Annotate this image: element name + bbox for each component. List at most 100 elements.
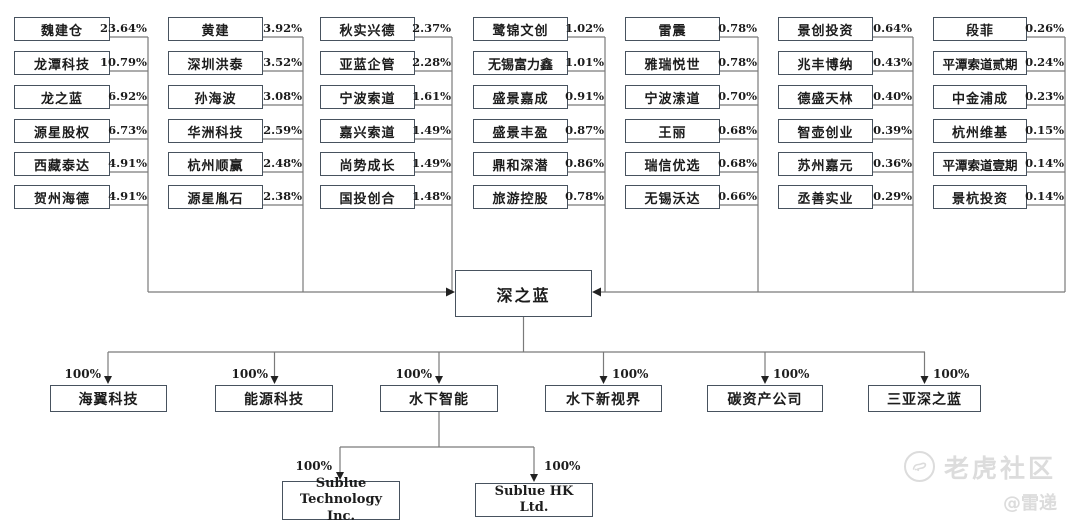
shareholder-box: 龙潭科技 (14, 51, 110, 75)
shareholder-box: 嘉兴索道 (320, 119, 415, 143)
shareholder-box: 西藏泰达 (14, 152, 110, 176)
ownership-pct-label: 100% (933, 367, 970, 381)
shareholder-box: 魏建仓 (14, 17, 110, 41)
shareholder-pct: 0.87% (565, 123, 604, 137)
ownership-pct-label: 100% (64, 367, 101, 381)
shareholder-box: 兆丰博纳 (778, 51, 873, 75)
shareholder-pct: 0.78% (718, 21, 757, 35)
shareholder-box: 中金浦成 (933, 85, 1027, 109)
shareholder-box: 源星股权 (14, 119, 110, 143)
ownership-pct-label: 100% (773, 367, 810, 381)
shareholder-box: 平潭索道贰期 (933, 51, 1027, 75)
shareholder-pct: 2.48% (263, 156, 302, 170)
shareholder-box: 苏州嘉元 (778, 152, 873, 176)
shareholder-box: 智壶创业 (778, 119, 873, 143)
shareholder-pct: 0.40% (873, 89, 912, 103)
shareholder-box: 华洲科技 (168, 119, 263, 143)
shareholder-pct: 2.37% (412, 21, 451, 35)
shareholder-box: 国投创合 (320, 185, 415, 209)
shareholder-pct: 6.92% (108, 89, 147, 103)
shareholder-box: 孙海波 (168, 85, 263, 109)
shareholder-box: 雅瑞悦世 (625, 51, 720, 75)
subsidiary-box: 水下新视界 (545, 385, 662, 412)
watermark-logo (904, 451, 935, 482)
shareholder-pct: 4.91% (108, 156, 147, 170)
parent-company-box: 深之蓝 (455, 270, 592, 317)
shareholder-box: 杭州顺赢 (168, 152, 263, 176)
shareholder-box: 鹭锦文创 (473, 17, 568, 41)
ownership-pct-label: 100% (544, 459, 581, 473)
shareholder-box: 王丽 (625, 119, 720, 143)
shareholder-pct: 0.64% (873, 21, 912, 35)
shareholder-box: 无锡沃达 (625, 185, 720, 209)
shareholder-pct: 1.49% (412, 123, 451, 137)
shareholder-pct: 0.39% (873, 123, 912, 137)
shareholder-box: 雷震 (625, 17, 720, 41)
shareholder-pct: 10.79% (100, 55, 147, 69)
arrowheads (104, 287, 929, 482)
subsidiary-box: 水下智能 (380, 385, 498, 412)
shareholder-pct: 1.48% (412, 189, 451, 203)
ownership-pct-label: 100% (612, 367, 649, 381)
shareholder-box: 鼎和深潜 (473, 152, 568, 176)
shareholder-pct: 0.78% (718, 55, 757, 69)
watermark-author: @雷递 (1003, 493, 1057, 514)
shareholder-box: 尚势成长 (320, 152, 415, 176)
shareholder-pct: 2.38% (263, 189, 302, 203)
shareholder-box: 景创投资 (778, 17, 873, 41)
tiger-icon (912, 461, 926, 471)
shareholder-box: 景杭投资 (933, 185, 1027, 209)
ownership-pct-label: 100% (395, 367, 432, 381)
shareholder-box: 亚蓝企管 (320, 51, 415, 75)
shareholder-pct: 0.36% (873, 156, 912, 170)
shareholder-pct: 0.86% (565, 156, 604, 170)
shareholder-pct: 4.91% (108, 189, 147, 203)
subsidiary-box: 能源科技 (215, 385, 333, 412)
shareholder-box: 深圳洪泰 (168, 51, 263, 75)
shareholder-box: 旅游控股 (473, 185, 568, 209)
watermark-brand: 老虎社区 (944, 454, 1057, 483)
shareholder-box: 盛景嘉成 (473, 85, 568, 109)
subsidiary-box: 碳资产公司 (707, 385, 823, 412)
shareholder-pct: 0.26% (1025, 21, 1064, 35)
shareholder-pct: 0.23% (1025, 89, 1064, 103)
shareholder-box: 宁波索道 (320, 85, 415, 109)
shareholder-pct: 23.64% (100, 21, 147, 35)
shareholder-box: 秋实兴德 (320, 17, 415, 41)
shareholder-pct: 6.73% (108, 123, 147, 137)
shareholder-pct: 1.49% (412, 156, 451, 170)
shareholder-box: 黄建 (168, 17, 263, 41)
shareholder-box: 盛景丰盈 (473, 119, 568, 143)
shareholder-box: 丞善实业 (778, 185, 873, 209)
shareholder-box: 贺州海德 (14, 185, 110, 209)
shareholder-pct: 0.24% (1025, 55, 1064, 69)
shareholder-pct: 0.68% (718, 123, 757, 137)
shareholder-pct: 0.43% (873, 55, 912, 69)
sublue-hk-box: Sublue HK Ltd. (475, 483, 593, 517)
shareholder-box: 龙之蓝 (14, 85, 110, 109)
subsidiary-box: 三亚深之蓝 (868, 385, 981, 412)
shareholder-box: 德盛天林 (778, 85, 873, 109)
shareholder-pct: 1.01% (565, 55, 604, 69)
shareholder-box: 宁波溹道 (625, 85, 720, 109)
shareholder-pct: 2.59% (263, 123, 302, 137)
shareholder-pct: 0.91% (565, 89, 604, 103)
shareholder-pct: 0.15% (1025, 123, 1064, 137)
subsidiary-box: 海翼科技 (50, 385, 167, 412)
sublue-technology-box: Sublue Technology Inc. (282, 476, 400, 524)
shareholder-pct: 2.28% (412, 55, 451, 69)
shareholder-box: 段菲 (933, 17, 1027, 41)
shareholder-pct: 1.61% (412, 89, 451, 103)
shareholder-box: 平潭索道壹期 (933, 152, 1027, 176)
shareholder-pct: 0.78% (565, 189, 604, 203)
shareholder-box: 源星胤石 (168, 185, 263, 209)
shareholder-pct: 0.68% (718, 156, 757, 170)
shareholder-pct: 0.70% (718, 89, 757, 103)
shareholder-pct: 3.52% (263, 55, 302, 69)
shareholder-pct: 0.14% (1025, 156, 1064, 170)
shareholder-box: 杭州维基 (933, 119, 1027, 143)
shareholder-pct: 3.92% (263, 21, 302, 35)
ownership-pct-label: 100% (295, 459, 332, 473)
